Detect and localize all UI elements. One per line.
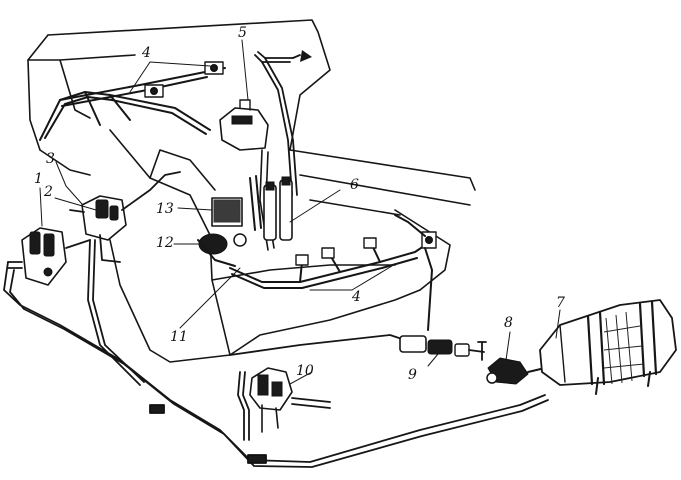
valve-block-right xyxy=(69,171,181,263)
fuel-tank xyxy=(539,299,677,395)
valve-block-left xyxy=(7,227,91,286)
callout-13: 13 xyxy=(156,201,174,217)
callout-7: 7 xyxy=(556,295,565,311)
fuel-lines-main xyxy=(3,239,549,468)
callout-9: 9 xyxy=(408,367,417,383)
callout-1: 1 xyxy=(34,171,43,187)
engine-block xyxy=(27,19,476,363)
callout-2: 2 xyxy=(44,184,53,200)
primer-pump xyxy=(486,357,546,385)
heater-unit xyxy=(237,367,331,441)
callout-4-upper: 4 xyxy=(142,45,151,61)
callout-3: 3 xyxy=(46,151,55,167)
fuel-rail-lower xyxy=(229,214,437,331)
callout-5: 5 xyxy=(238,25,247,41)
callout-8: 8 xyxy=(504,315,513,331)
callout-11: 11 xyxy=(170,329,188,345)
callout-6: 6 xyxy=(350,177,359,193)
injection-pump xyxy=(197,175,293,267)
callout-10: 10 xyxy=(296,363,314,379)
callout-4-lower: 4 xyxy=(352,289,361,305)
fuel-rail-upper xyxy=(39,61,226,141)
return-line xyxy=(254,50,312,196)
callout-12: 12 xyxy=(156,235,174,251)
leader-lines xyxy=(39,39,561,385)
water-separator xyxy=(399,335,487,361)
